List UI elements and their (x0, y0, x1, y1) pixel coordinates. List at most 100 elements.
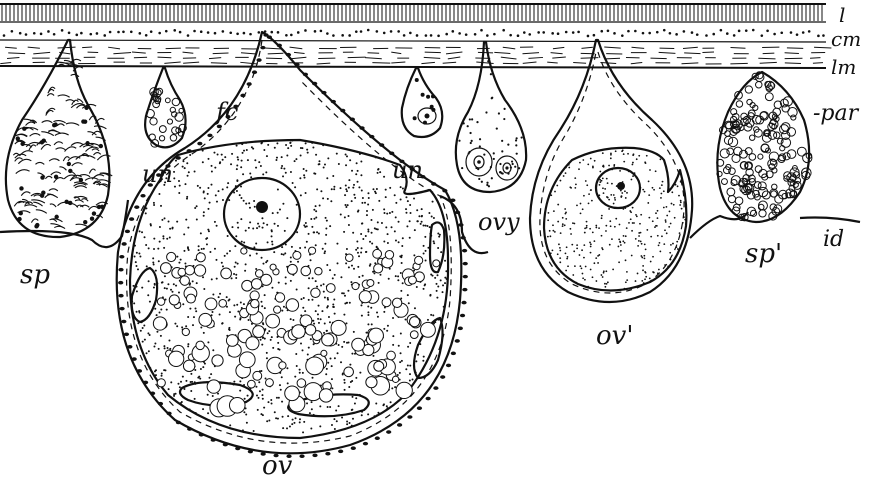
granule (409, 373, 411, 375)
granule (340, 213, 342, 215)
granule (618, 261, 620, 263)
granule (157, 248, 159, 250)
granule (281, 165, 283, 167)
granule (245, 263, 247, 265)
granule (262, 398, 264, 400)
granule (172, 98, 179, 105)
muscle-dot (348, 34, 351, 37)
granule (247, 159, 249, 161)
granule (355, 377, 357, 379)
muscle-dot (403, 34, 406, 37)
sperm-strand (41, 132, 53, 136)
granule (209, 202, 211, 204)
granule (299, 247, 301, 249)
granule (237, 222, 239, 224)
sperm-strand (89, 206, 98, 210)
follicle-nucleus (277, 44, 282, 48)
granule (282, 427, 284, 429)
granule (353, 331, 355, 333)
granule (491, 97, 493, 99)
cell-nucleus (16, 136, 20, 140)
granule (150, 225, 152, 227)
granule (346, 302, 348, 304)
granule (469, 132, 471, 134)
granule (325, 373, 327, 375)
granule (673, 204, 675, 206)
granule (574, 223, 576, 225)
granule (208, 230, 210, 232)
granule (603, 270, 605, 272)
granule (245, 414, 247, 416)
follicle-un-left (145, 68, 186, 147)
granule (680, 202, 682, 204)
granule (318, 305, 320, 307)
epithelium-striations (2, 5, 822, 21)
granule (211, 171, 213, 173)
granule (346, 248, 348, 250)
granule (602, 187, 604, 189)
granule (362, 197, 364, 199)
granule (197, 185, 199, 187)
granule (285, 276, 287, 278)
granule (284, 230, 286, 232)
granule (604, 283, 606, 285)
muscle-dot (766, 30, 769, 33)
yolk-globule (287, 264, 297, 274)
granule (287, 147, 289, 149)
granule (635, 238, 637, 240)
granule (325, 227, 327, 229)
granule (601, 215, 603, 217)
granule (240, 166, 242, 168)
granule (239, 318, 241, 320)
yolk-globule (229, 397, 245, 413)
granule (312, 277, 314, 279)
follicle-nucleus (446, 364, 451, 368)
muscle-dash (294, 52, 305, 53)
granule (490, 166, 492, 168)
granule (659, 251, 661, 253)
muscle-dash (164, 62, 180, 63)
granule (183, 250, 185, 252)
follicle-un-right (402, 68, 443, 137)
granule (326, 306, 328, 308)
granule (647, 202, 649, 204)
granule (652, 187, 654, 189)
granule (156, 88, 163, 95)
granule (239, 194, 241, 196)
muscle-dash (290, 47, 303, 49)
granule (242, 152, 244, 154)
granule (360, 233, 362, 235)
granule (306, 241, 308, 243)
sperm-strand (66, 123, 79, 125)
granule (580, 203, 582, 205)
granule (420, 223, 422, 225)
granule (590, 269, 592, 271)
muscle-dash (522, 53, 539, 54)
granule (640, 187, 642, 189)
granule (320, 190, 322, 192)
label-lm: lm (831, 55, 856, 79)
granule (671, 191, 673, 193)
granule (424, 225, 426, 227)
follicle-nucleus (312, 82, 317, 86)
granule (483, 153, 485, 155)
granule (164, 347, 166, 349)
granule (210, 184, 212, 186)
granule (378, 200, 380, 202)
granule (203, 211, 205, 213)
granule (326, 220, 328, 222)
granule (599, 184, 601, 186)
granule (614, 197, 616, 199)
granule (626, 227, 628, 229)
granule (609, 220, 611, 222)
granule (548, 212, 550, 214)
follicle-nucleus (125, 230, 130, 234)
sperm-mass-right (717, 72, 812, 221)
follicle-nucleus (240, 94, 245, 98)
granule (391, 211, 393, 213)
muscle-dot (179, 31, 182, 34)
granule (621, 184, 623, 186)
granule (367, 192, 369, 194)
granule (183, 388, 185, 390)
granule (272, 347, 274, 349)
